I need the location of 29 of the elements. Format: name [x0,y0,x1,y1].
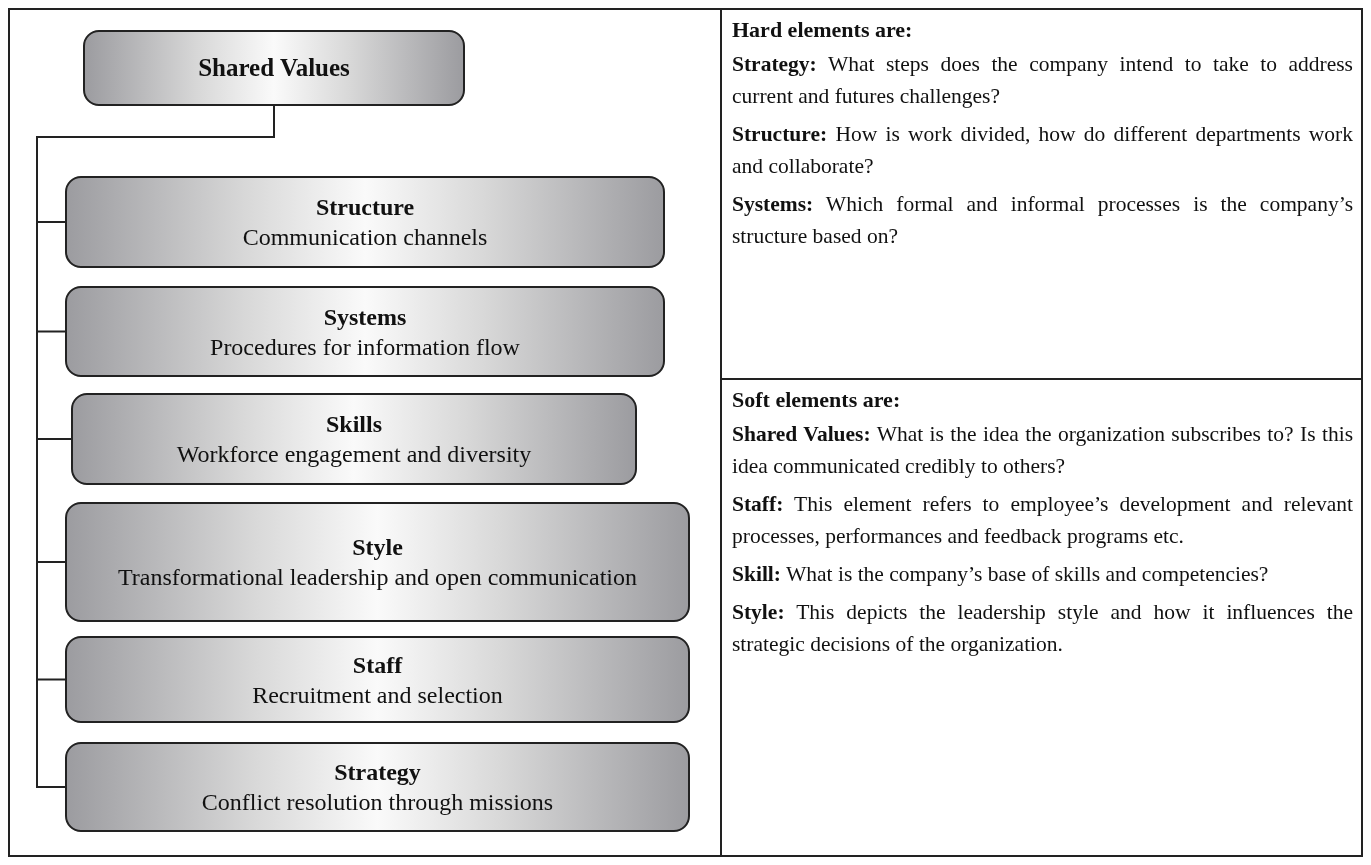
element-box [65,742,690,832]
description-text: Shared Values: What is the idea the organization subscribes to? Is this idea communicated credibly to others? [732,421,1353,480]
description-text: Strategy: What steps does the company intend to take to address current and futures challenges? [732,51,1353,110]
element-box [83,30,465,106]
description-text: Skill: What is the company’s base of skills and competencies? [732,561,1270,588]
box-description: Recruitment and selection [252,680,503,710]
box-title: Strategy [334,758,421,787]
box-title: Structure [315,193,415,222]
box-description: Workforce engagement and diversity [176,440,532,469]
box-title: Staff [352,650,403,680]
box-description: Conflict resolution through missions [201,788,554,817]
box-description: Transformational leadership and open communication [118,563,637,592]
element-box [71,393,637,485]
element-box [65,286,665,377]
description-text: Systems: Which formal and informal processes is the company’s structure based on? [732,191,1353,250]
element-box [65,502,690,622]
box-title: Skills [325,410,382,439]
box-title: Shared Values [198,53,350,83]
section-heading: Hard elements are: [732,16,914,44]
description-text: Style: This depicts the leadership style and how it influences the strategic decisions of the organization. [732,599,1353,658]
box-title: Style [352,533,403,562]
box-title: Systems [323,302,407,332]
box-description: Procedures for information flow [210,332,520,362]
description-text: Staff: This element refers to employee’s development and relevant processes, performances and feedback programs etc. [732,491,1353,550]
box-description: Communication channels [242,223,488,252]
element-box [65,636,690,723]
element-box [65,176,665,268]
section-heading: Soft elements are: [732,386,902,414]
description-text: Structure: How is work divided, how do different departments work and collaborate? [732,121,1353,180]
